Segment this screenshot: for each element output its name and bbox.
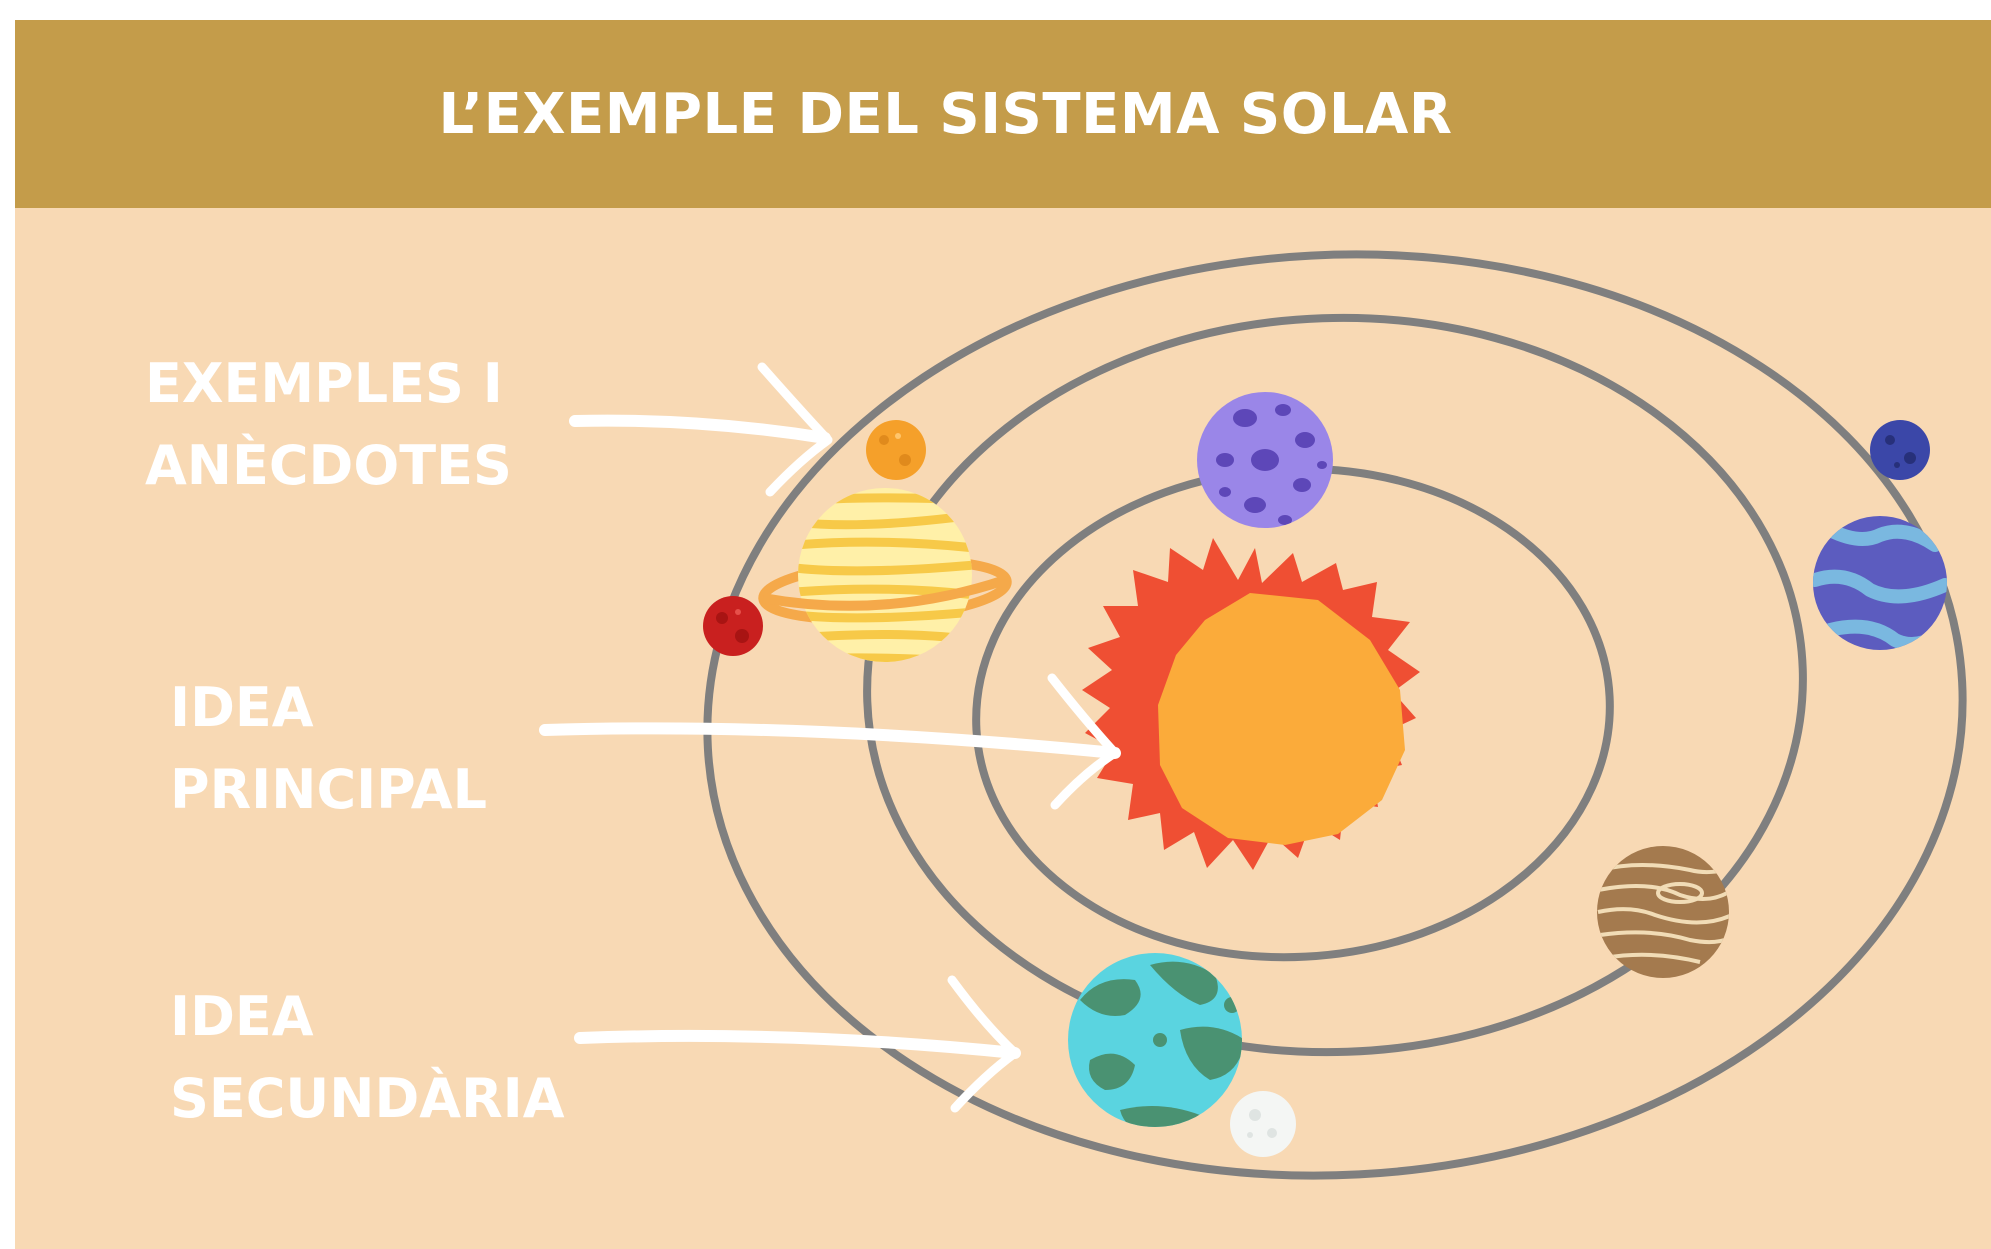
planet-icon-blue bbox=[1813, 516, 1947, 650]
header-bar: L’EXEMPLE DEL SISTEMA SOLAR bbox=[15, 20, 1991, 208]
page-title: L’EXEMPLE DEL SISTEMA SOLAR bbox=[438, 81, 1453, 147]
label-secondary-line2: SECUNDÀRIA bbox=[170, 1067, 565, 1130]
label-secondary-line1: IDEA bbox=[170, 985, 314, 1048]
diagram-panel bbox=[15, 208, 1991, 1249]
planet-icon-brown bbox=[1597, 846, 1729, 978]
planet-icon-ringed bbox=[758, 488, 1012, 662]
orbit-ring-middle bbox=[863, 313, 1807, 1057]
label-main-idea: IDEA PRINCIPAL bbox=[170, 667, 487, 831]
label-examples-line1: EXEMPLES I bbox=[145, 352, 503, 415]
orbit-ring-outer bbox=[703, 250, 1967, 1180]
arrow-icon-secondary bbox=[574, 975, 1021, 1113]
label-secondary-idea: IDEA SECUNDÀRIA bbox=[170, 976, 565, 1140]
arrow-icon-main bbox=[539, 673, 1121, 810]
planet-icon-red bbox=[703, 596, 763, 656]
label-examples-line2: ANÈCDOTES bbox=[145, 434, 512, 497]
moon-icon bbox=[1230, 1091, 1296, 1157]
planet-icon-earth bbox=[1068, 953, 1242, 1127]
planet-icon-lilac bbox=[1197, 392, 1333, 528]
sun-icon bbox=[1082, 538, 1420, 870]
planet-icon-orange bbox=[866, 420, 926, 480]
label-main-line2: PRINCIPAL bbox=[170, 758, 487, 821]
arrows bbox=[539, 362, 1121, 1113]
label-examples-anecdotes: EXEMPLES I ANÈCDOTES bbox=[145, 343, 512, 507]
arrow-icon-examples bbox=[569, 362, 833, 497]
label-main-line1: IDEA bbox=[170, 676, 314, 739]
planet-icon-navy bbox=[1870, 420, 1930, 480]
